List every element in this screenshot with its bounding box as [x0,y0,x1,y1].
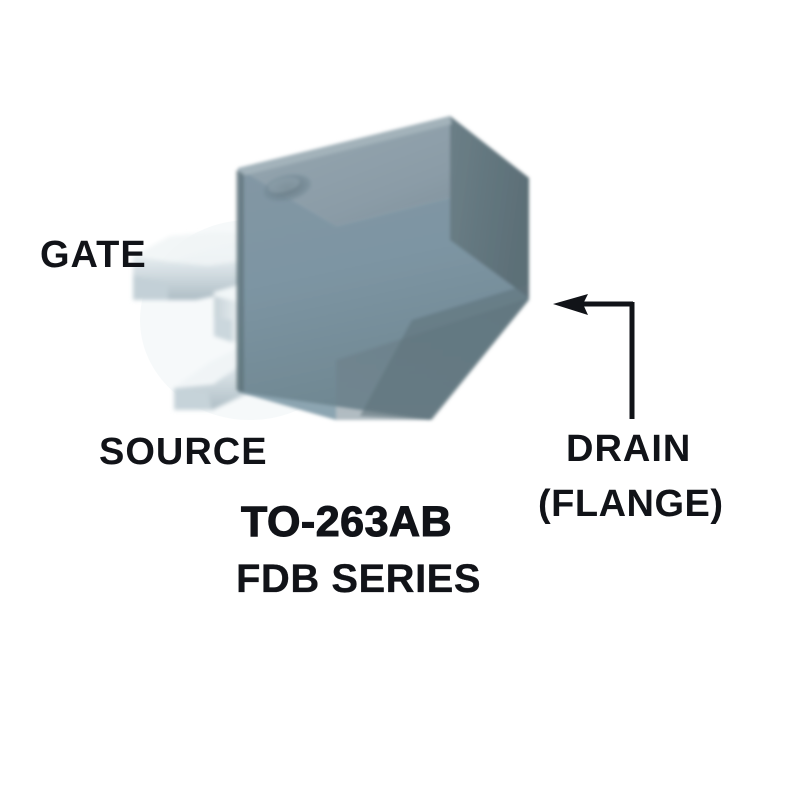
flange-label: (FLANGE) [538,483,724,525]
source-label: SOURCE [99,431,268,473]
drain-leader-line [553,294,635,419]
series-label: FDB SERIES [236,557,482,601]
package-left-seam [236,170,244,392]
gate-label: GATE [40,234,147,276]
drain-label: DRAIN [566,428,692,470]
arrow-head-icon [553,294,588,315]
package-lower-wedge [360,284,529,420]
package-body [236,116,529,420]
package-right-face [450,116,529,298]
part-number-label: TO-263AB [240,498,453,546]
mounting-dimple-highlight [268,177,300,193]
package-top-bevel [238,116,452,176]
